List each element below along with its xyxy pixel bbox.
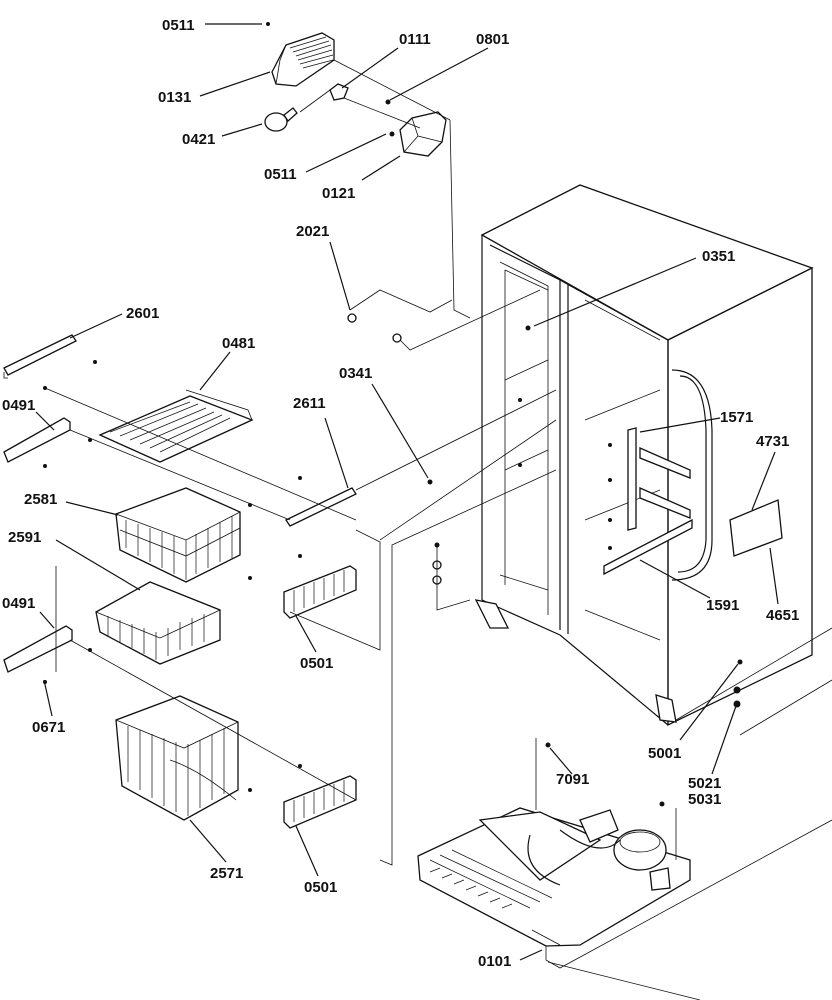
label-0501: 0501 — [300, 655, 333, 672]
label-5001: 5001 — [648, 745, 681, 762]
label-0351: 0351 — [702, 248, 735, 265]
shelves-and-baskets — [3, 289, 557, 866]
label-5021: 5021 — [688, 775, 721, 792]
light-assembly — [264, 22, 471, 319]
compressor-base-assembly — [417, 738, 832, 1000]
label-2021: 2021 — [296, 223, 329, 240]
label-0491: 0491 — [2, 397, 35, 414]
label-2611: 2611 — [293, 395, 326, 412]
label-0131: 0131 — [158, 89, 191, 106]
label-2601: 2601 — [126, 305, 159, 322]
label-0511: 0511 — [264, 166, 297, 183]
label-7091: 7091 — [556, 771, 589, 788]
label-2571: 2571 — [210, 865, 243, 882]
label-0101: 0101 — [478, 953, 511, 970]
label-0111: 0111 — [399, 31, 431, 48]
label-0491: 0491 — [2, 595, 35, 612]
label-0501: 0501 — [304, 879, 337, 896]
refrigerator-cabinet — [432, 184, 832, 736]
callout-labels: 0511 0131 0421 0111 0801 0511 0121 2021 … — [2, 17, 799, 970]
label-0421: 0421 — [182, 131, 215, 148]
label-0511: 0511 — [162, 17, 195, 34]
label-4731: 4731 — [756, 433, 789, 450]
label-0341: 0341 — [339, 365, 372, 382]
label-5031: 5031 — [688, 791, 721, 808]
label-0671: 0671 — [32, 719, 65, 736]
label-1591: 1591 — [706, 597, 739, 614]
label-4651: 4651 — [766, 607, 799, 624]
label-1571: 1571 — [720, 409, 753, 426]
label-0801: 0801 — [476, 31, 509, 48]
label-0121: 0121 — [322, 185, 355, 202]
leader-lines — [35, 23, 779, 961]
label-2581: 2581 — [24, 491, 57, 508]
label-0481: 0481 — [222, 335, 255, 352]
label-2591: 2591 — [8, 529, 41, 546]
